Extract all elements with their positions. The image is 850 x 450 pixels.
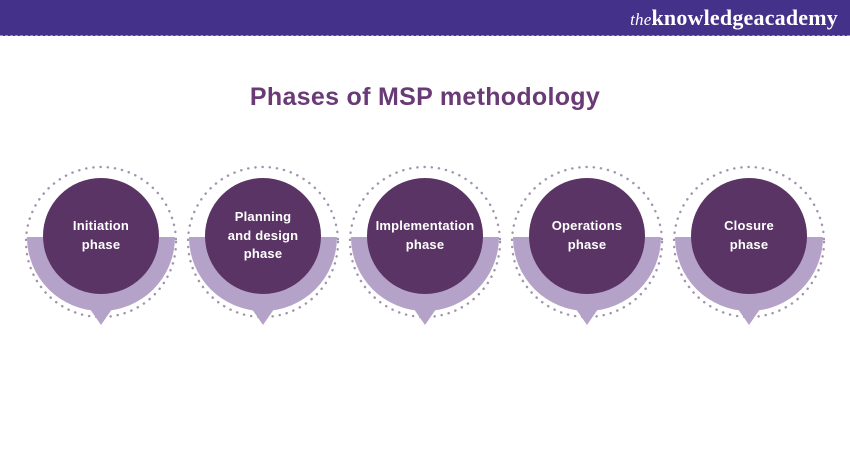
dotted-ring-icon <box>24 165 178 319</box>
pin-tail <box>569 299 605 325</box>
phase-circle: Implementation phase <box>367 178 483 294</box>
dotted-ring-icon <box>186 165 340 319</box>
phase-circle: Initiation phase <box>43 178 159 294</box>
pin-tail <box>407 299 443 325</box>
dotted-ring-icon <box>510 165 664 319</box>
phase-label: Initiation phase <box>72 218 130 252</box>
phase-label: Closure phase <box>724 218 774 252</box>
logo-word-knowledge: knowledge <box>651 4 754 30</box>
phases-row: Initiation phase Planning and design pha… <box>0 165 850 329</box>
logo-word-academy: academy <box>753 4 838 30</box>
phase-circle: Operations phase <box>529 178 645 294</box>
phase-item-closure: Closure phase <box>668 165 830 329</box>
pin-tail <box>83 299 119 325</box>
phase-circle: Planning and design phase <box>205 178 321 294</box>
page-title: Phases of MSP methodology <box>249 83 601 111</box>
phase-circle: Closure phase <box>691 178 807 294</box>
phase-label: Implementation phase <box>375 218 475 252</box>
phase-item-planning-design: Planning and design phase <box>182 165 344 329</box>
dotted-ring-icon <box>672 165 826 319</box>
logo-prefix: the <box>630 9 652 29</box>
phase-item-operations: Operations phase <box>506 165 668 329</box>
header-bar: theknowledgeacademy <box>0 0 850 36</box>
brand-logo: theknowledgeacademy <box>630 4 838 30</box>
dotted-ring-icon <box>348 165 502 319</box>
phase-item-implementation: Implementation phase <box>344 165 506 329</box>
phase-item-initiation: Initiation phase <box>20 165 182 329</box>
phase-label: Planning and design phase <box>227 208 299 262</box>
phase-label: Operations phase <box>551 218 623 252</box>
pin-tail <box>245 299 281 325</box>
infographic-page: theknowledgeacademy Phases of MSP method… <box>0 0 850 329</box>
pin-tail <box>731 299 767 325</box>
